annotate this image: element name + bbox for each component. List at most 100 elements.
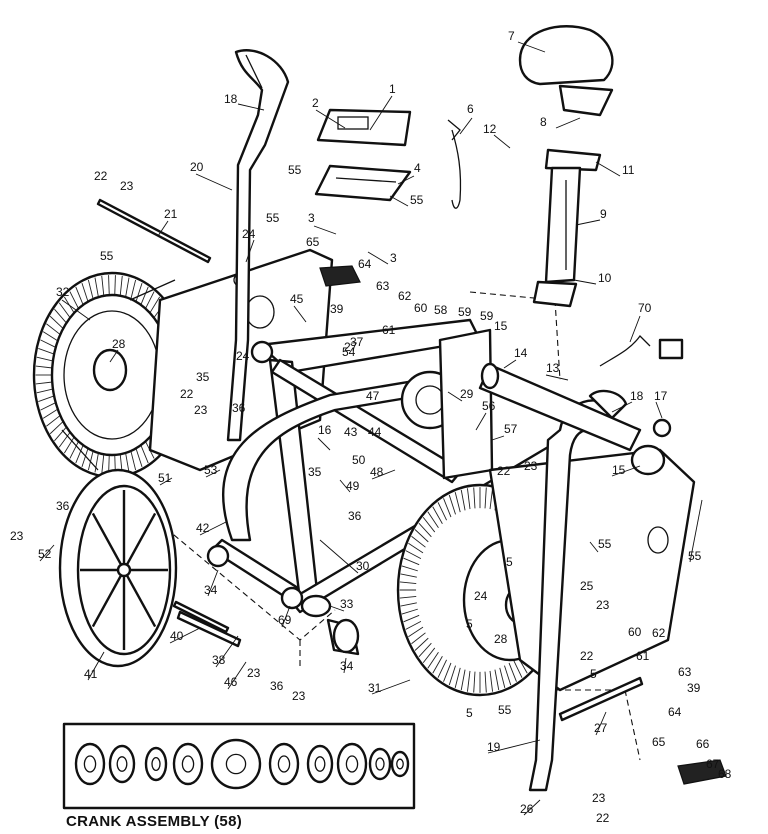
callout-18a: 18 (224, 92, 238, 106)
leader-line (545, 374, 569, 381)
leader-line (315, 109, 346, 129)
leader-line (109, 349, 119, 363)
callout-55f: 55 (688, 549, 702, 563)
callout-15a: 15 (494, 319, 508, 333)
crank-part-bore (345, 755, 359, 773)
callout-6: 6 (467, 102, 474, 116)
crank-part-bore (225, 753, 247, 775)
leader-line (595, 161, 621, 177)
tread-line (42, 331, 58, 341)
crank-part (368, 747, 392, 781)
tread-line (427, 652, 439, 669)
leader-line (493, 134, 511, 149)
callout-35b: 35 (308, 465, 322, 479)
crank-part (108, 744, 136, 784)
tread-line (484, 487, 487, 509)
crank-part-bore (396, 758, 404, 770)
callout-69: 69 (278, 613, 292, 627)
tread-line (81, 282, 89, 302)
tread-line (119, 275, 123, 297)
tread-line (42, 409, 58, 419)
callout-28a: 28 (112, 337, 126, 351)
console (314, 108, 412, 202)
callout-37: 37 (350, 335, 364, 349)
callout-36a: 36 (56, 499, 70, 513)
callout-64b: 64 (668, 705, 682, 719)
tread-line (38, 347, 54, 355)
crank-part (306, 744, 334, 784)
tread-line (400, 602, 417, 607)
callout-8: 8 (540, 115, 547, 129)
callout-51: 51 (158, 471, 172, 485)
callout-38: 38 (212, 653, 226, 667)
leader-line (61, 299, 91, 321)
tread-line (69, 291, 79, 309)
tread-line (140, 286, 149, 306)
tread-line (466, 488, 471, 510)
tread-line (140, 444, 149, 464)
leader-line (87, 651, 105, 681)
callout-23e: 23 (10, 529, 24, 543)
callout-21: 21 (164, 207, 178, 221)
leader-line (237, 103, 265, 111)
tread-line (473, 671, 476, 693)
tread-line (454, 667, 461, 688)
spoke (122, 569, 157, 628)
crank-part (268, 742, 300, 786)
callout-46: 46 (224, 675, 238, 689)
callout-55e: 55 (598, 537, 612, 551)
tread-line (87, 279, 94, 300)
leader-line (369, 95, 393, 131)
tread-line (36, 356, 53, 362)
callout-19: 19 (487, 740, 501, 754)
tread-line (135, 282, 143, 302)
tread-line (437, 659, 447, 678)
leader-line (195, 173, 233, 191)
tread-line (443, 662, 452, 682)
tread-line (403, 557, 420, 566)
callout-40: 40 (170, 629, 184, 643)
callout-12: 12 (483, 122, 497, 136)
tread-line (414, 529, 429, 543)
callout-45: 45 (290, 292, 304, 306)
leader-line (367, 251, 389, 265)
leader-line (555, 117, 581, 129)
tread-line (149, 296, 161, 314)
callout-27a: 27 (344, 340, 358, 354)
callout-50: 50 (352, 453, 366, 467)
tread-line (443, 498, 452, 518)
leader-line (281, 605, 291, 628)
leader-line (575, 219, 601, 226)
callout-5a: 5 (506, 555, 513, 569)
leader-line (245, 239, 255, 263)
tread-line (408, 626, 424, 638)
tread-line (422, 516, 436, 533)
leader-line (215, 635, 239, 668)
callout-48: 48 (370, 465, 384, 479)
tread-line (58, 432, 71, 448)
tread-line (40, 339, 56, 348)
tread-line (69, 441, 79, 459)
leader-line (317, 437, 331, 451)
tread-line (411, 632, 426, 645)
callout-23a: 23 (120, 179, 134, 193)
tread-line (401, 608, 418, 615)
tread-line (54, 308, 67, 323)
callout-61b: 61 (636, 649, 650, 663)
crank-part-bore (181, 755, 195, 773)
callout-18b: 18 (630, 389, 644, 403)
callout-33: 33 (340, 597, 354, 611)
callout-65a: 65 (306, 235, 320, 249)
callout-49: 49 (346, 479, 360, 493)
callout-4: 4 (414, 161, 421, 175)
tread-line (63, 436, 75, 454)
callout-24c: 24 (474, 589, 488, 603)
leader-line (655, 401, 663, 419)
tread-line (448, 665, 456, 686)
tread-line (35, 381, 52, 385)
leader-line (329, 605, 345, 612)
tread-line (484, 671, 487, 693)
tread-line (494, 669, 500, 691)
callout-7: 7 (508, 29, 515, 43)
